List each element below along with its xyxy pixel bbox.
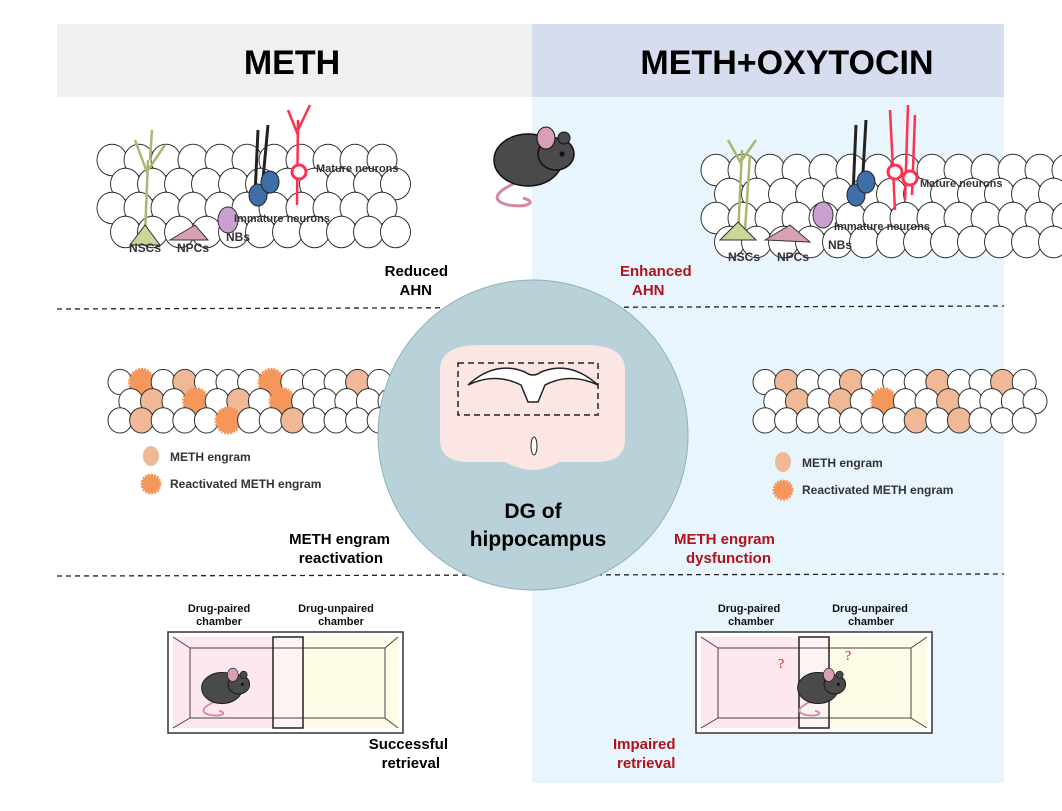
granule-cell [366,143,398,177]
granule-cells-left [96,143,411,249]
granule-cells-right [700,153,1062,259]
granule-cell [968,407,994,434]
engram-cell [280,407,306,434]
granule-cell [817,407,843,434]
engram-cells-left [107,367,403,435]
engram-legend-icon [143,446,159,466]
label-npcs: NPCs [177,241,209,255]
granule-cell [353,215,384,249]
divider-2 [56,573,1005,577]
granule-cell [1038,177,1062,211]
label-immature-neurons-right: Immature neurons [834,221,930,233]
granule-cell [990,407,1016,434]
legend-reactivated: Reactivated METH engram [170,477,321,491]
reactivated-legend-icon [140,473,162,495]
svg-text:?: ? [778,657,784,672]
granule-cell [345,407,371,434]
label-nbs-right: NBs [828,238,852,252]
neuron-types-right [718,104,919,243]
engram-cell [129,407,155,434]
left-header-bg [57,24,532,97]
divider-1 [56,305,1005,310]
granule-cell [984,225,1015,259]
svg-text:?: ? [845,649,851,664]
granule-cell [193,407,219,434]
legend-engram-right: METH engram [802,456,883,470]
header-meth-oxytocin: METH+OXYTOCIN [640,44,933,82]
header-meth: METH [244,44,340,82]
label-mature-neurons: Mature neurons [316,163,399,175]
granule-cell [838,407,864,434]
granule-cell [795,407,821,434]
label-nbs: NBs [226,230,250,244]
label-mature-neurons-right: Mature neurons [920,178,1003,190]
granule-cell [1011,225,1042,259]
granule-cell [957,225,988,259]
right-header-bg [532,24,1004,97]
granule-cell [925,407,951,434]
label-npcs-right: NPCs [777,250,809,264]
granule-cell [1051,202,1062,234]
legend-reactivated-right: Reactivated METH engram [802,483,953,497]
label-nscs-right: NSCs [728,250,760,264]
granule-cell [323,407,349,434]
granule-cell [860,407,886,434]
granule-cell [1038,225,1062,259]
granule-cell [752,407,778,434]
neuron-types-left [129,104,312,246]
engram-cell [903,407,929,434]
engram-legend-icon-right [775,452,791,472]
granule-cell [882,407,908,434]
granule-cell [774,407,800,434]
granule-cell [301,407,327,434]
engram-cell [946,407,972,434]
granule-cell [258,407,284,434]
granule-cell [172,407,198,434]
granule-cell [380,167,411,201]
granule-cell [237,407,263,434]
granule-cell [150,407,176,434]
granule-cell [1051,154,1062,186]
granule-cell [366,191,398,225]
label-nscs: NSCs [129,241,161,255]
granule-cell [326,215,357,249]
label-immature-neurons: Immature neurons [234,213,330,225]
engram-cells-right [752,368,1048,434]
granule-cell [107,407,133,434]
dg-selection-box [457,362,599,416]
granule-cell [1011,407,1037,434]
reactivated-legend-icon-right [772,479,794,501]
hippocampus-icon [467,367,599,403]
granule-cell [380,215,411,249]
granule-cell [930,225,961,259]
ventricle-icon [530,436,538,456]
legend-engram: METH engram [170,450,251,464]
reactivated-engram-cell [214,406,242,435]
